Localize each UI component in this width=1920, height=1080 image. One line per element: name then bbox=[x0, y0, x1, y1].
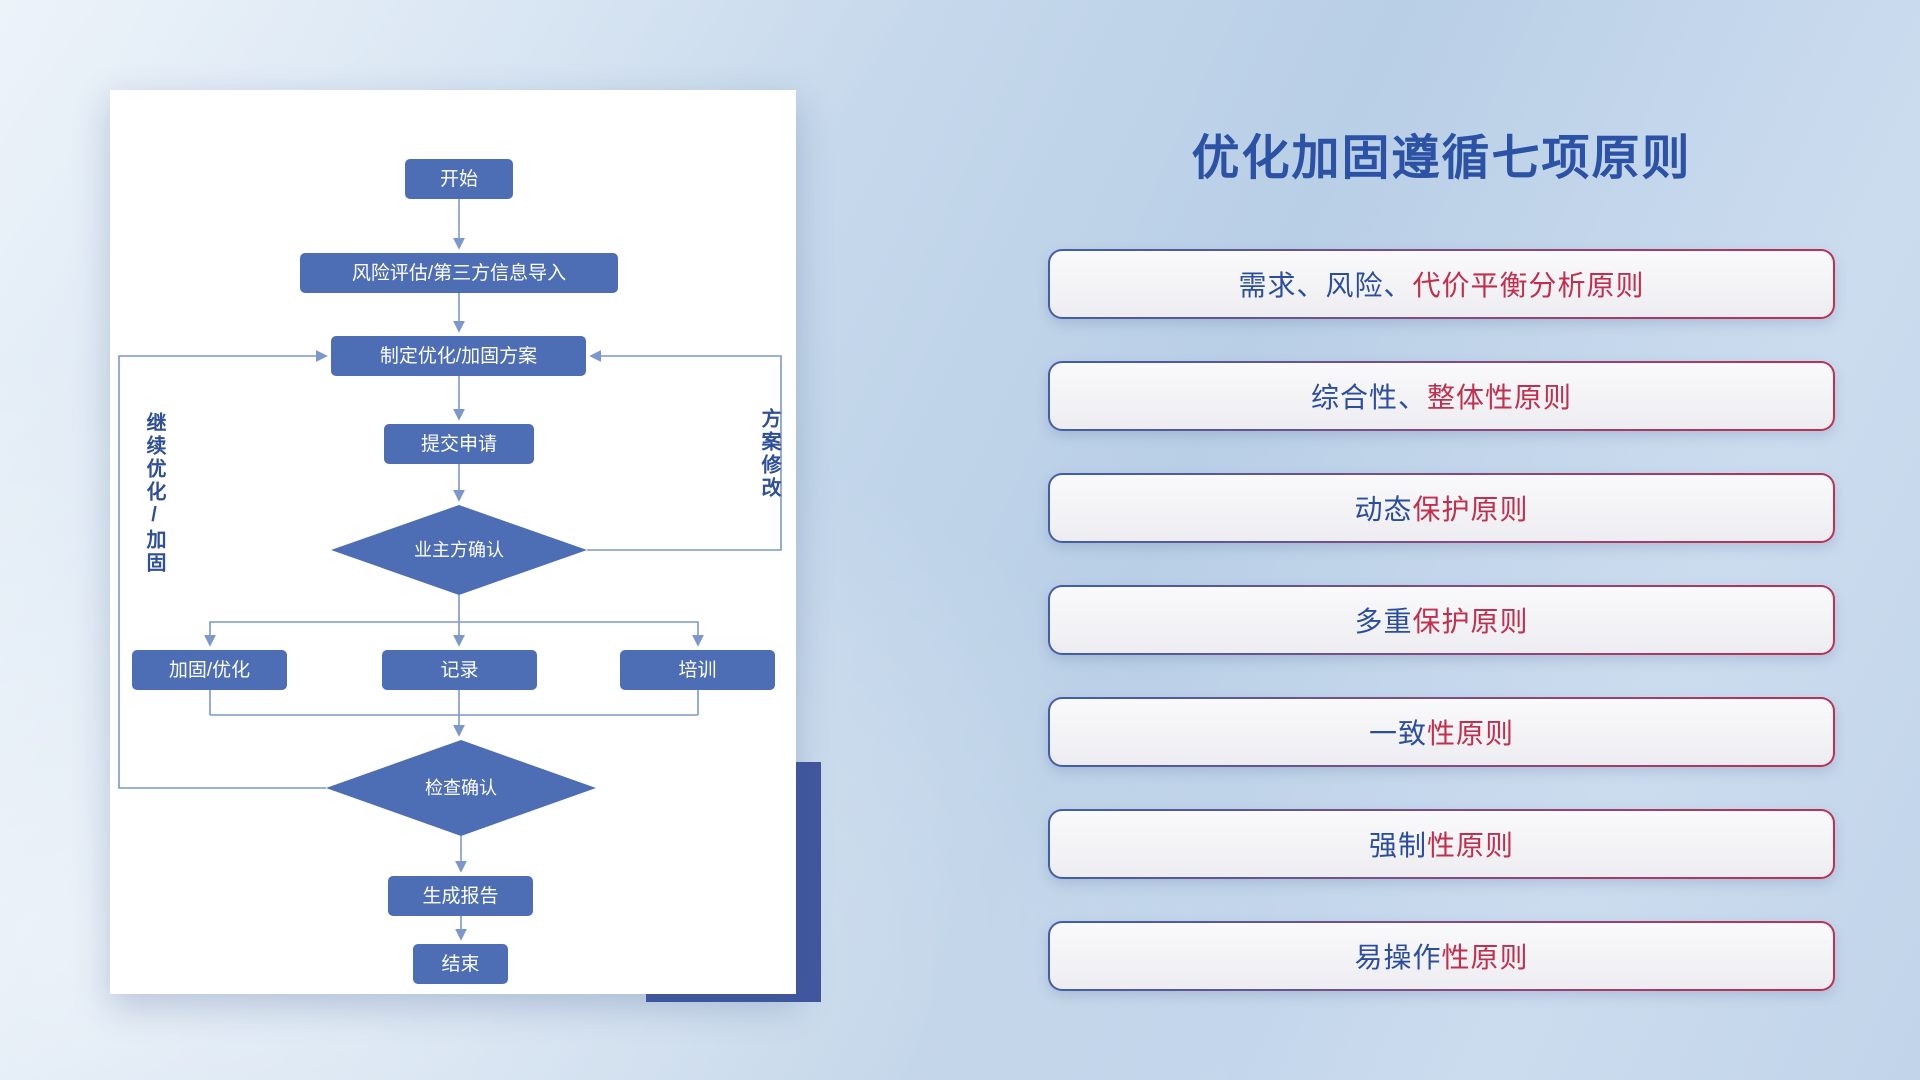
text-segment: 动态 bbox=[1354, 494, 1413, 525]
text-segment: 一致 bbox=[1368, 718, 1427, 749]
text-segment: 性原则 bbox=[1427, 830, 1515, 861]
text-segment: 保护原则 bbox=[1412, 494, 1529, 525]
flow-node-start: 开始 bbox=[405, 159, 513, 199]
page-title: 优化加固遵循七项原则 bbox=[1191, 132, 1692, 185]
principle-item-ease-of-operation: 易操作性原则 bbox=[1048, 921, 1835, 991]
principle-item-dynamic-protection: 动态保护原则 bbox=[1048, 473, 1835, 543]
flow-connectors bbox=[118, 199, 782, 941]
principles-list: 需求、风险、代价平衡分析原则 综合性、整体性原则 动态保护原则 多重保护原则 一… bbox=[1048, 249, 1835, 991]
loop-label-continue-optimize: 继续优化/加固 bbox=[143, 412, 165, 575]
flow-node-risk-assessment: 风险评估/第三方信息导入 bbox=[300, 253, 618, 293]
text-segment: 综合性、 bbox=[1310, 382, 1427, 413]
loop-label-plan-revision: 方案修改 bbox=[758, 408, 780, 500]
principle-item-comprehensive-holistic: 综合性、整体性原则 bbox=[1048, 361, 1835, 431]
text-segment: 强制 bbox=[1368, 830, 1427, 861]
principle-item-balance-analysis: 需求、风险、代价平衡分析原则 bbox=[1048, 249, 1835, 319]
flow-node-harden-optimize: 加固/优化 bbox=[132, 650, 287, 690]
flow-node-submit-request: 提交申请 bbox=[384, 424, 534, 464]
flowchart-card: 开始 风险评估/第三方信息导入 制定优化/加固方案 提交申请 业主方确认 加固/… bbox=[110, 90, 796, 994]
flow-node-record: 记录 bbox=[382, 650, 537, 690]
principle-item-multiple-protection: 多重保护原则 bbox=[1048, 585, 1835, 655]
text-segment: 保护原则 bbox=[1412, 606, 1529, 637]
text-segment: 代价平衡分析原则 bbox=[1412, 270, 1645, 301]
principle-item-consistency: 一致性原则 bbox=[1048, 697, 1835, 767]
text-segment: 性原则 bbox=[1427, 718, 1515, 749]
text-segment: 易操作 bbox=[1354, 942, 1442, 973]
flow-node-training: 培训 bbox=[620, 650, 775, 690]
text-segment: 整体性原则 bbox=[1427, 382, 1573, 413]
text-segment: 多重 bbox=[1354, 606, 1413, 637]
text-segment: 需求、风险、 bbox=[1238, 270, 1413, 301]
flow-node-generate-report: 生成报告 bbox=[388, 876, 533, 916]
text-segment: 性原则 bbox=[1441, 942, 1529, 973]
principle-item-mandatory: 强制性原则 bbox=[1048, 809, 1835, 879]
flow-node-make-plan: 制定优化/加固方案 bbox=[331, 336, 586, 376]
flow-node-end: 结束 bbox=[413, 944, 508, 984]
